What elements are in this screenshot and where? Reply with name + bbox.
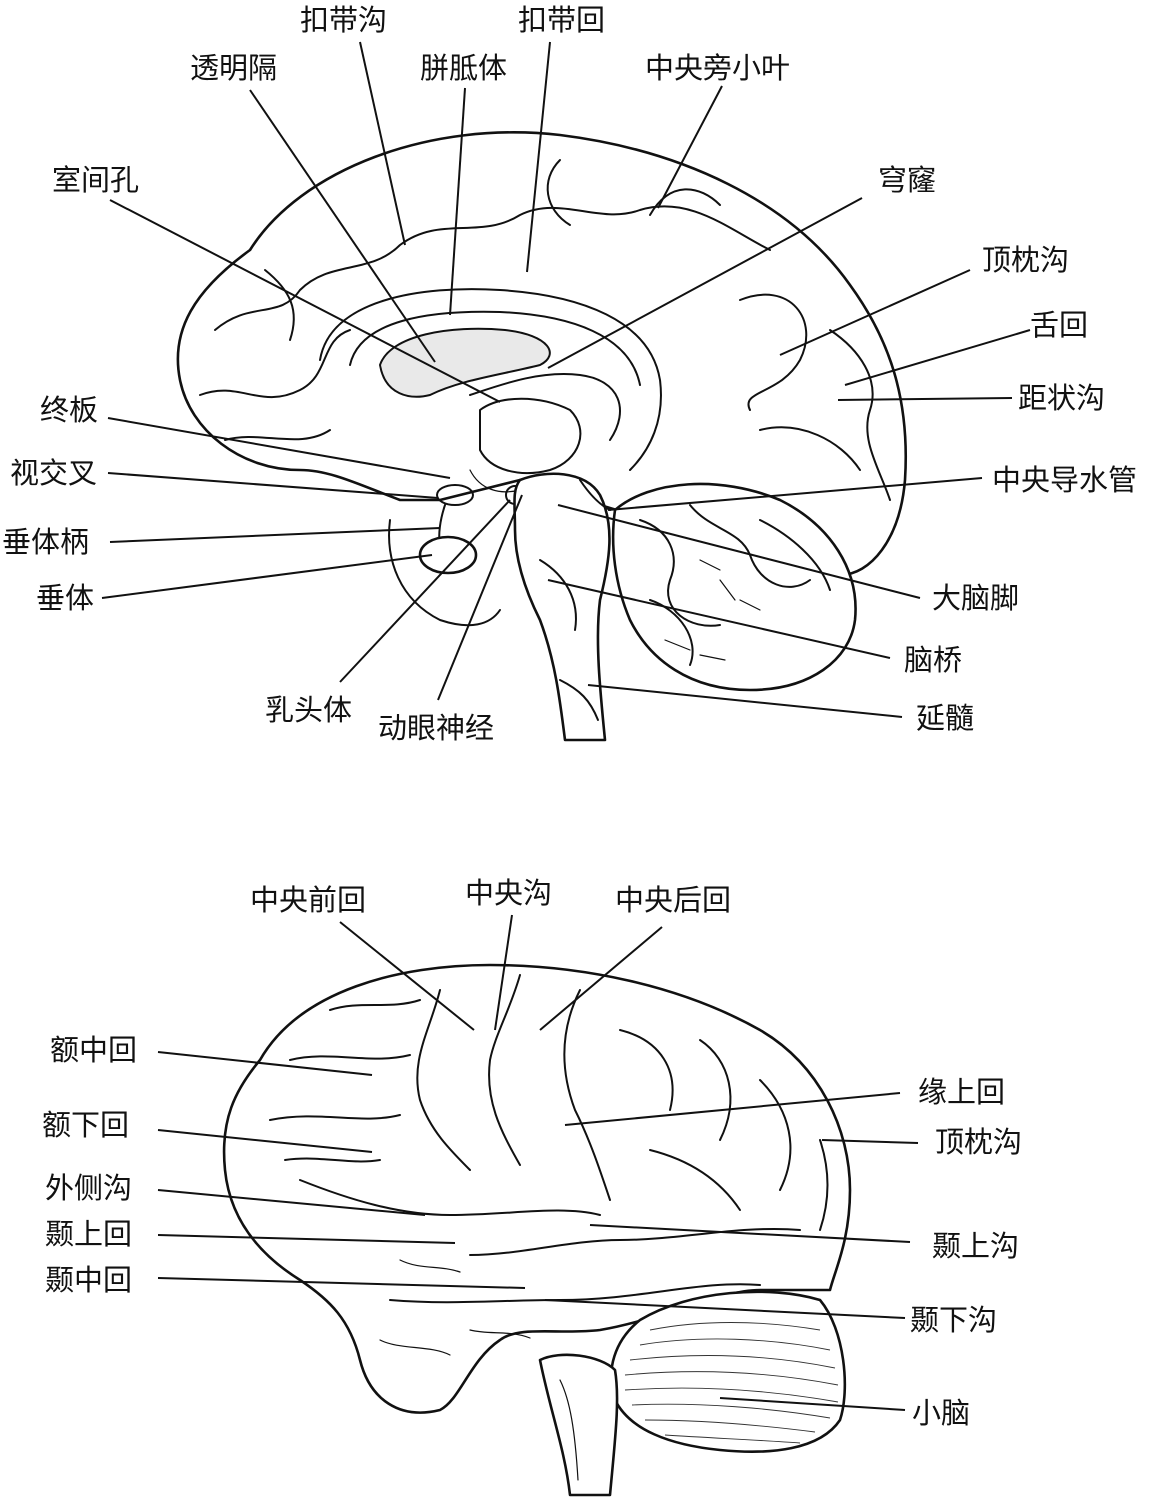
label-superior-temporal-sulcus: 颞上沟 <box>932 1229 1019 1263</box>
sagittal-brain-illustration <box>176 131 907 742</box>
leader-calcarine-sulcus <box>837 397 1013 401</box>
label-cerebral-peduncle: 大脑脚 <box>932 581 1019 615</box>
label-supramarginal-gyrus: 缘上回 <box>918 1075 1005 1109</box>
leader-mammillary-body <box>339 499 511 683</box>
label-cerebral-aqueduct: 中央导水管 <box>992 463 1137 497</box>
label-calcarine-sulcus: 距状沟 <box>1018 381 1105 415</box>
label-middle-temporal-gyrus: 颞中回 <box>45 1263 132 1297</box>
leader-supramarginal-gyrus <box>564 1092 901 1126</box>
leader-septum-pellucidum <box>249 89 436 363</box>
leader-corpus-callosum <box>449 87 466 316</box>
leader-lateral-sulcus <box>157 1189 426 1216</box>
label-septum-pellucidum: 透明隔 <box>190 51 277 85</box>
sagittal-labels: 扣带沟 扣带回 透明隔 胼胝体 中央旁小叶 室间孔 穹窿 顶枕沟 舌回 距状沟 … <box>2 3 1137 745</box>
label-pituitary: 垂体 <box>36 581 94 615</box>
label-inferior-frontal-gyrus: 额下回 <box>42 1108 129 1142</box>
leader-cerebral-aqueduct <box>607 477 983 511</box>
leader-cingulate-gyrus <box>526 41 551 273</box>
label-mammillary-body: 乳头体 <box>265 693 352 727</box>
leader-middle-temporal-gyrus <box>157 1277 526 1289</box>
lateral-leader-lines <box>157 914 919 1411</box>
label-cingulate-gyrus: 扣带回 <box>518 3 605 37</box>
leader-superior-temporal-sulcus <box>589 1224 911 1243</box>
leader-parieto-occipital-sulcus <box>779 269 971 356</box>
leader-postcentral-gyrus <box>539 926 663 1031</box>
leader-inferior-temporal-sulcus <box>544 1299 906 1319</box>
label-cingulate-sulcus: 扣带沟 <box>300 3 387 37</box>
leader-cerebral-peduncle <box>557 504 921 599</box>
leader-inferior-frontal-gyrus <box>157 1129 373 1153</box>
label-optic-chiasm: 视交叉 <box>10 456 97 490</box>
label-medulla: 延髓 <box>916 701 974 735</box>
label-oculomotor-nerve: 动眼神经 <box>378 711 494 745</box>
leader-oculomotor-nerve <box>437 494 523 701</box>
leader-middle-frontal-gyrus <box>157 1051 373 1076</box>
label-lingual-gyrus: 舌回 <box>1030 308 1088 342</box>
sagittal-leader-lines <box>101 41 1031 718</box>
label-middle-frontal-gyrus: 额中回 <box>50 1033 137 1067</box>
label-cerebellum: 小脑 <box>912 1396 970 1430</box>
label-parieto-occipital-sulcus-lateral: 顶枕沟 <box>935 1125 1022 1159</box>
label-central-sulcus: 中央沟 <box>465 876 552 910</box>
label-fornix: 穹窿 <box>878 163 936 197</box>
leader-medulla <box>587 684 903 718</box>
label-paracentral-lobule: 中央旁小叶 <box>645 51 790 85</box>
leader-infundibulum <box>109 527 441 543</box>
leader-pituitary <box>101 554 433 599</box>
leader-pons <box>547 579 891 659</box>
leader-lingual-gyrus <box>844 329 1031 386</box>
leader-fornix <box>547 197 863 369</box>
leader-central-sulcus <box>494 914 513 1031</box>
label-lateral-sulcus: 外侧沟 <box>45 1171 132 1205</box>
leader-paracentral-lobule <box>657 85 723 209</box>
label-infundibulum: 垂体柄 <box>2 525 89 559</box>
leader-parieto-occipital-sulcus-lateral <box>821 1139 919 1144</box>
leader-precentral-gyrus <box>339 921 475 1031</box>
label-parieto-occipital-sulcus: 顶枕沟 <box>982 243 1069 277</box>
label-precentral-gyrus: 中央前回 <box>250 883 366 917</box>
leader-cerebellum <box>719 1397 906 1411</box>
label-inferior-temporal-sulcus: 颞下沟 <box>910 1303 997 1337</box>
leader-interventricular-foramen <box>109 199 501 403</box>
lateral-brain-illustration <box>222 963 852 1497</box>
label-postcentral-gyrus: 中央后回 <box>615 883 731 917</box>
label-pons: 脑桥 <box>904 643 962 677</box>
label-corpus-callosum: 胼胝体 <box>420 51 507 85</box>
label-interventricular-foramen: 室间孔 <box>52 163 139 197</box>
label-superior-temporal-gyrus: 颞上回 <box>45 1217 132 1251</box>
leader-optic-chiasm <box>107 472 439 499</box>
leader-lamina-terminalis <box>107 417 451 479</box>
leader-superior-temporal-gyrus <box>157 1234 456 1244</box>
leader-cingulate-sulcus <box>359 41 406 246</box>
lateral-labels: 中央前回 中央沟 中央后回 额中回 缘上回 额下回 顶枕沟 外侧沟 颞上回 颞上… <box>42 876 1022 1430</box>
label-lamina-terminalis: 终板 <box>40 393 98 427</box>
